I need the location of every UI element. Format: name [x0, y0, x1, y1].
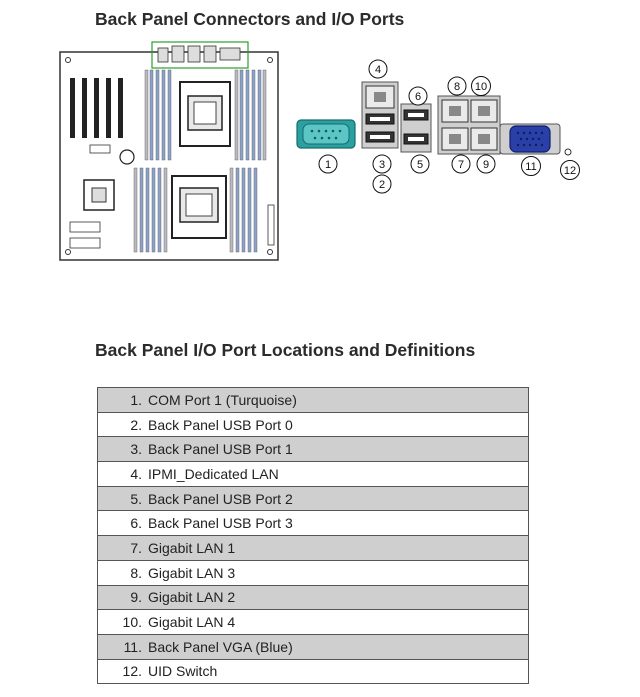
callout-1: 1	[318, 154, 338, 174]
table-row: 5. Back Panel USB Port 2	[97, 485, 529, 512]
port-name: Back Panel VGA (Blue)	[148, 638, 293, 655]
svg-text:9: 9	[483, 159, 489, 171]
port-number: 6.	[130, 515, 142, 532]
table-row: 2. Back Panel USB Port 0	[97, 411, 529, 438]
table-row: 10. Gigabit LAN 4	[97, 609, 529, 635]
com-port-connector	[296, 119, 356, 149]
table-row: 7. Gigabit LAN 1	[97, 535, 529, 561]
callout-5: 5	[410, 154, 430, 174]
port-name: Back Panel USB Port 2	[148, 490, 293, 507]
table-row: 12. UID Switch	[97, 658, 529, 685]
port-name: Gigabit LAN 2	[148, 589, 236, 606]
table-heading: Back Panel I/O Port Locations and Defini…	[95, 340, 476, 360]
table-row: 6. Back Panel USB Port 3	[97, 510, 529, 537]
svg-text:2: 2	[379, 179, 385, 191]
callout-10: 10	[471, 76, 491, 96]
svg-text:5: 5	[417, 159, 423, 171]
svg-text:3: 3	[379, 159, 385, 171]
callout-12: 12	[560, 160, 580, 180]
port-number: 12.	[122, 663, 142, 680]
motherboard-illustration	[59, 41, 279, 261]
connectors-diagram: 1 2 3 4 5 6 7 8 9 10 11 12	[59, 41, 580, 261]
callout-6: 6	[408, 86, 428, 106]
svg-text:8: 8	[454, 81, 460, 93]
port-number: 5.	[130, 490, 142, 507]
port-number: 7.	[130, 539, 142, 556]
gigabit-lan-block	[437, 95, 501, 155]
table-row: 3. Back Panel USB Port 1	[97, 436, 529, 463]
svg-text:12: 12	[564, 165, 576, 177]
port-name: Back Panel USB Port 0	[148, 416, 293, 433]
port-name: Gigabit LAN 3	[148, 564, 236, 581]
ipmi-lan-usb-stack	[361, 81, 399, 149]
port-number: 3.	[130, 441, 142, 458]
callout-11: 11	[521, 156, 541, 176]
port-name: Gigabit LAN 4	[148, 614, 236, 631]
table-row: 9. Gigabit LAN 2	[97, 584, 529, 611]
port-number: 1.	[130, 391, 142, 408]
callout-3: 3	[372, 154, 392, 174]
port-definitions-table: 1. COM Port 1 (Turquoise) 2. Back Panel USB…	[97, 387, 529, 685]
table-row: 4. IPMI_Dedicated LAN	[97, 461, 529, 487]
svg-text:10: 10	[475, 81, 487, 93]
callout-4: 4	[368, 59, 388, 79]
table-row: 11. Back Panel VGA (Blue)	[97, 633, 529, 660]
callout-2: 2	[372, 174, 392, 194]
port-number: 2.	[130, 416, 142, 433]
port-number: 9.	[130, 589, 142, 606]
connectors-heading: Back Panel Connectors and I/O Ports	[95, 9, 405, 29]
callout-8: 8	[447, 76, 467, 96]
svg-text:11: 11	[525, 161, 536, 173]
usb-stack-2-3	[400, 103, 432, 153]
port-number: 10.	[122, 614, 142, 631]
port-name: UID Switch	[148, 663, 218, 680]
uid-switch	[564, 148, 572, 156]
port-name: COM Port 1 (Turquoise)	[148, 391, 297, 408]
port-name: Gigabit LAN 1	[148, 539, 236, 556]
callout-7: 7	[451, 154, 471, 174]
port-number: 11.	[123, 638, 142, 655]
vga-port-connector	[499, 123, 561, 155]
svg-text:1: 1	[325, 159, 331, 171]
callout-9: 9	[476, 154, 496, 174]
svg-text:4: 4	[375, 64, 381, 76]
port-name: IPMI_Dedicated LAN	[148, 465, 279, 482]
table-row: 1. COM Port 1 (Turquoise)	[97, 387, 529, 413]
table-row: 8. Gigabit LAN 3	[97, 559, 529, 586]
port-name: Back Panel USB Port 3	[148, 515, 293, 532]
svg-text:7: 7	[458, 159, 464, 171]
port-name: Back Panel USB Port 1	[148, 441, 293, 458]
port-number: 4.	[130, 465, 142, 482]
svg-text:6: 6	[415, 91, 421, 103]
port-number: 8.	[130, 564, 142, 581]
